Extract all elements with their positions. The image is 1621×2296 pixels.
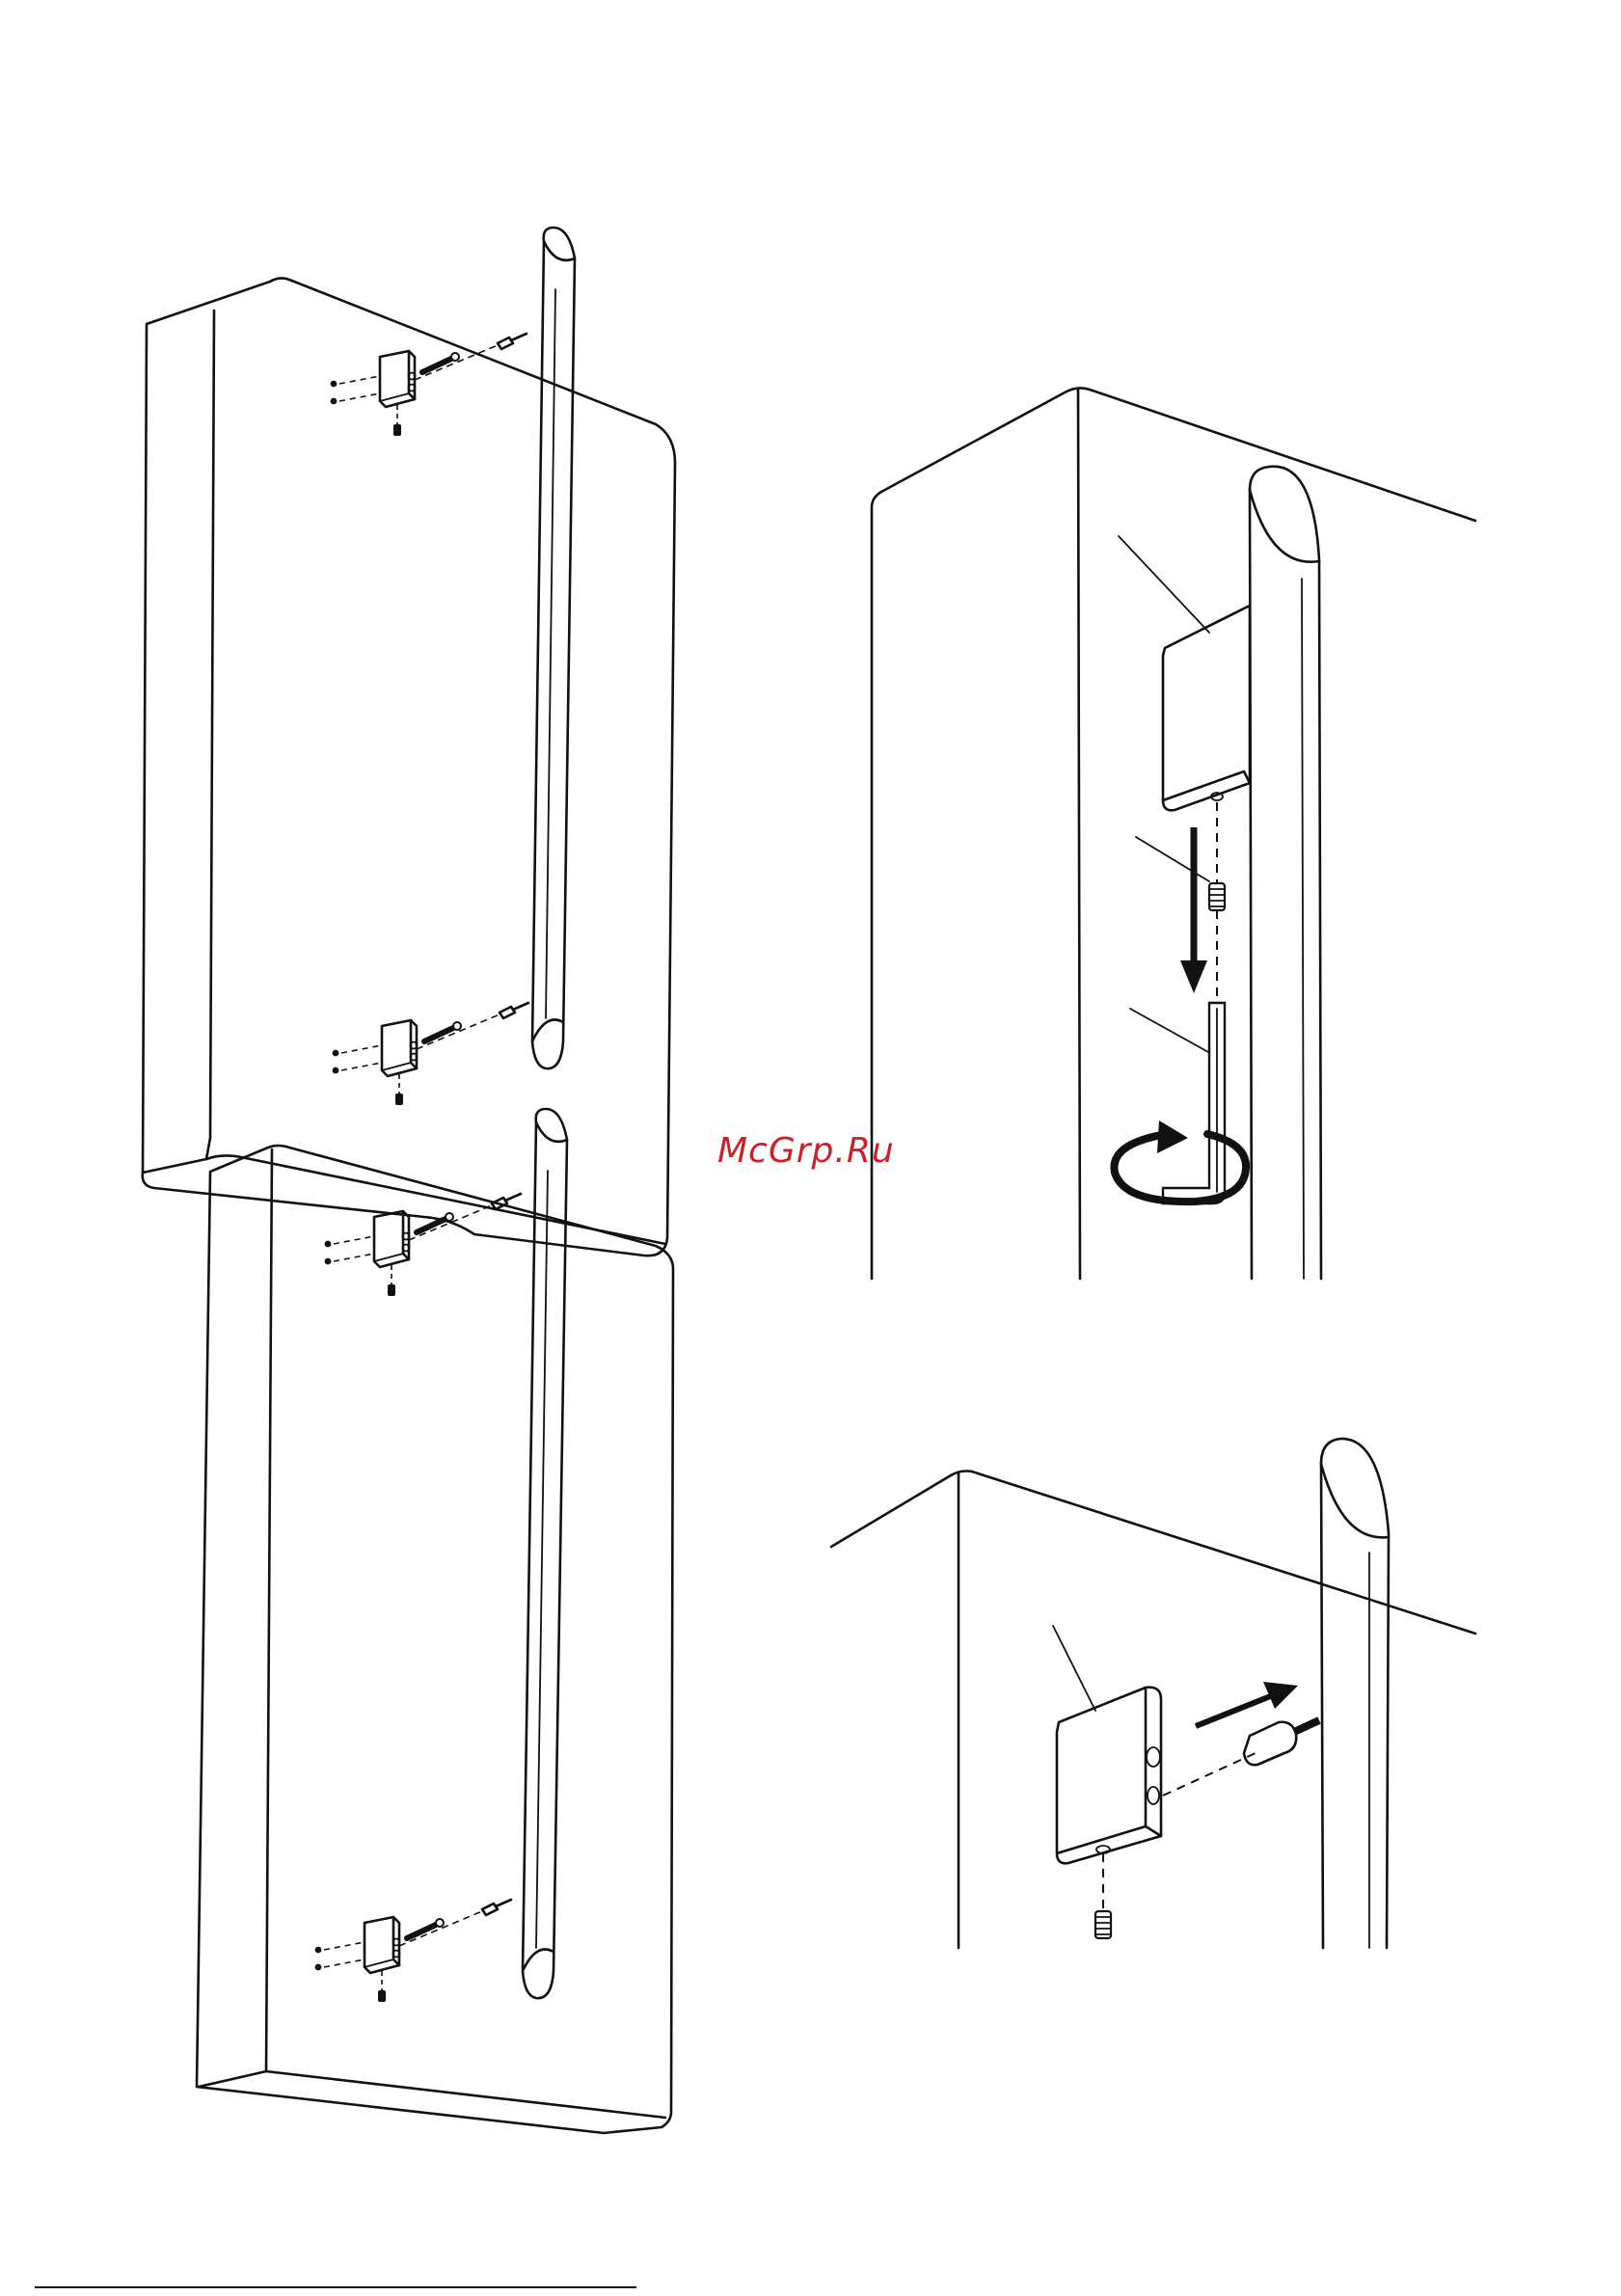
push-arrow-icon [1196, 1682, 1298, 1726]
leader-line-hex-key [1130, 1009, 1217, 1057]
top-right-detail [872, 388, 1475, 1279]
bracket-block [1163, 606, 1250, 810]
mounting-bracket-icon [332, 334, 527, 436]
standoff-icon [1244, 1720, 1319, 1765]
set-screw-icon [1209, 883, 1225, 910]
set-screw-icon [1095, 1911, 1111, 1938]
watermark-text: McGrp.Ru [717, 1131, 895, 1171]
mounting-bracket-icon [334, 1003, 529, 1105]
mounting-bracket-icon [316, 1900, 512, 2002]
bracket-block [1057, 1688, 1161, 1864]
leader-line-set-screw [1136, 837, 1209, 881]
upper-door [143, 278, 675, 1256]
upper-handle-bar [532, 228, 575, 1068]
leader-line-bracket [1053, 1626, 1095, 1711]
down-arrow-icon [1180, 827, 1207, 993]
bottom-right-detail [831, 1439, 1475, 1948]
leader-line-bracket [1119, 536, 1209, 633]
lower-door [197, 1146, 673, 2133]
